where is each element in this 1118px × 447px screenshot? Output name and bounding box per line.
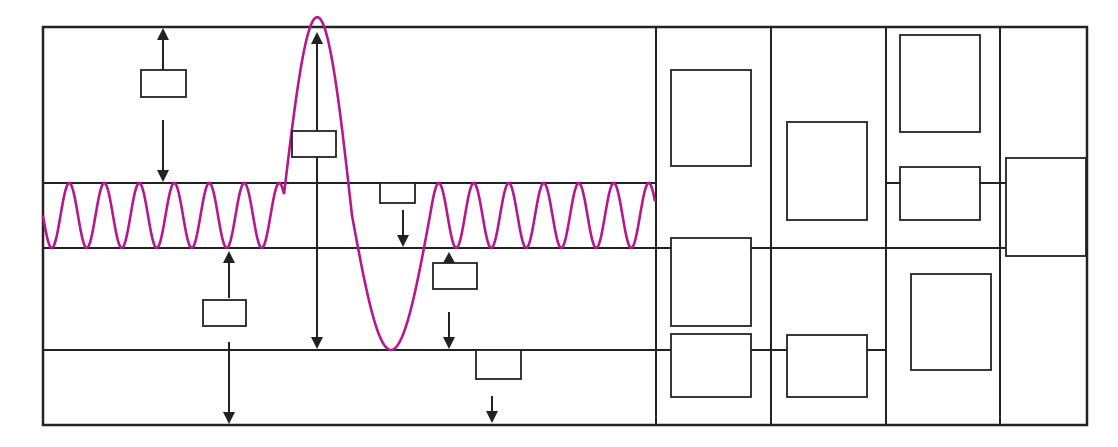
arrowhead-up-low-right xyxy=(443,252,455,263)
diagram-frame xyxy=(41,25,1089,427)
label-box-low-left xyxy=(202,299,247,327)
box-col3-middle xyxy=(899,166,981,221)
label-box-top-right xyxy=(379,182,416,204)
box-col2-bottom xyxy=(786,334,868,398)
arrowhead-peak-up xyxy=(311,32,323,44)
arrowhead-peak-down xyxy=(311,337,323,349)
wave-path xyxy=(41,15,657,352)
label-box-peak xyxy=(291,130,337,158)
box-col3-lower xyxy=(910,273,992,371)
arrowhead-down-bottom-right xyxy=(486,411,498,423)
right-section-boxes xyxy=(670,34,1087,398)
arrowhead-down-top-left xyxy=(157,170,169,182)
box-col3-top xyxy=(899,34,981,133)
arrowhead-down-low-right xyxy=(443,337,455,349)
label-box-bottom-right xyxy=(475,349,522,380)
label-box-low-right xyxy=(432,262,478,290)
box-col1-middle xyxy=(670,237,752,327)
box-col1-top xyxy=(670,69,752,167)
arrowhead-down-top-right xyxy=(397,235,409,247)
arrowhead-up-low-left xyxy=(223,251,235,263)
box-col2-middle xyxy=(786,121,868,221)
label-boxes xyxy=(140,69,522,380)
arrowhead-down-low-left xyxy=(223,412,235,424)
box-col1-bottom xyxy=(670,333,752,398)
label-box-top-left xyxy=(140,69,187,98)
box-col4-middle xyxy=(1005,157,1087,257)
arrowhead-up-top-left xyxy=(157,28,169,40)
arrows-group xyxy=(157,28,498,424)
